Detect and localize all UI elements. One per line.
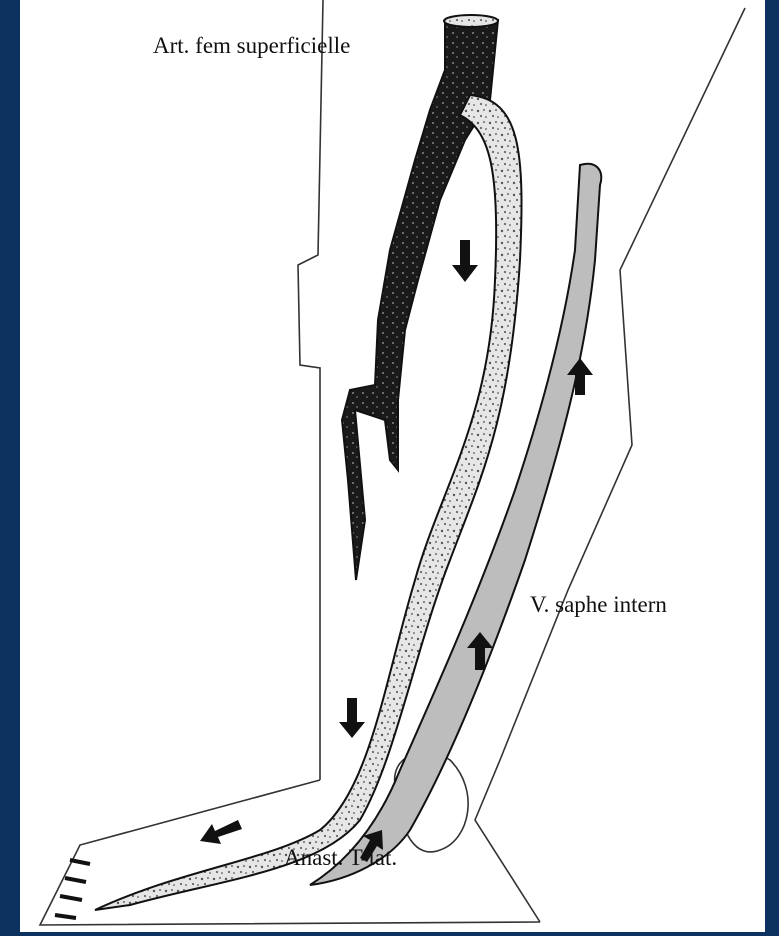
- anastomosis-label: Anast. T-lat.: [284, 846, 397, 869]
- arrow-icon: [452, 240, 478, 282]
- leg-outline-left: [298, 0, 323, 780]
- vein-label: V. saphe intern: [530, 593, 667, 616]
- arrow-icon: [200, 820, 242, 844]
- diagram-panel: Art. fem superficielle V. saphe intern A…: [20, 0, 765, 932]
- artery-label: Art. fem superficielle: [153, 34, 350, 57]
- foot-hatching: [55, 860, 90, 918]
- vascular-bypass-diagram: [20, 0, 765, 932]
- arrow-icon: [339, 698, 365, 738]
- bypass-graft: [95, 95, 522, 910]
